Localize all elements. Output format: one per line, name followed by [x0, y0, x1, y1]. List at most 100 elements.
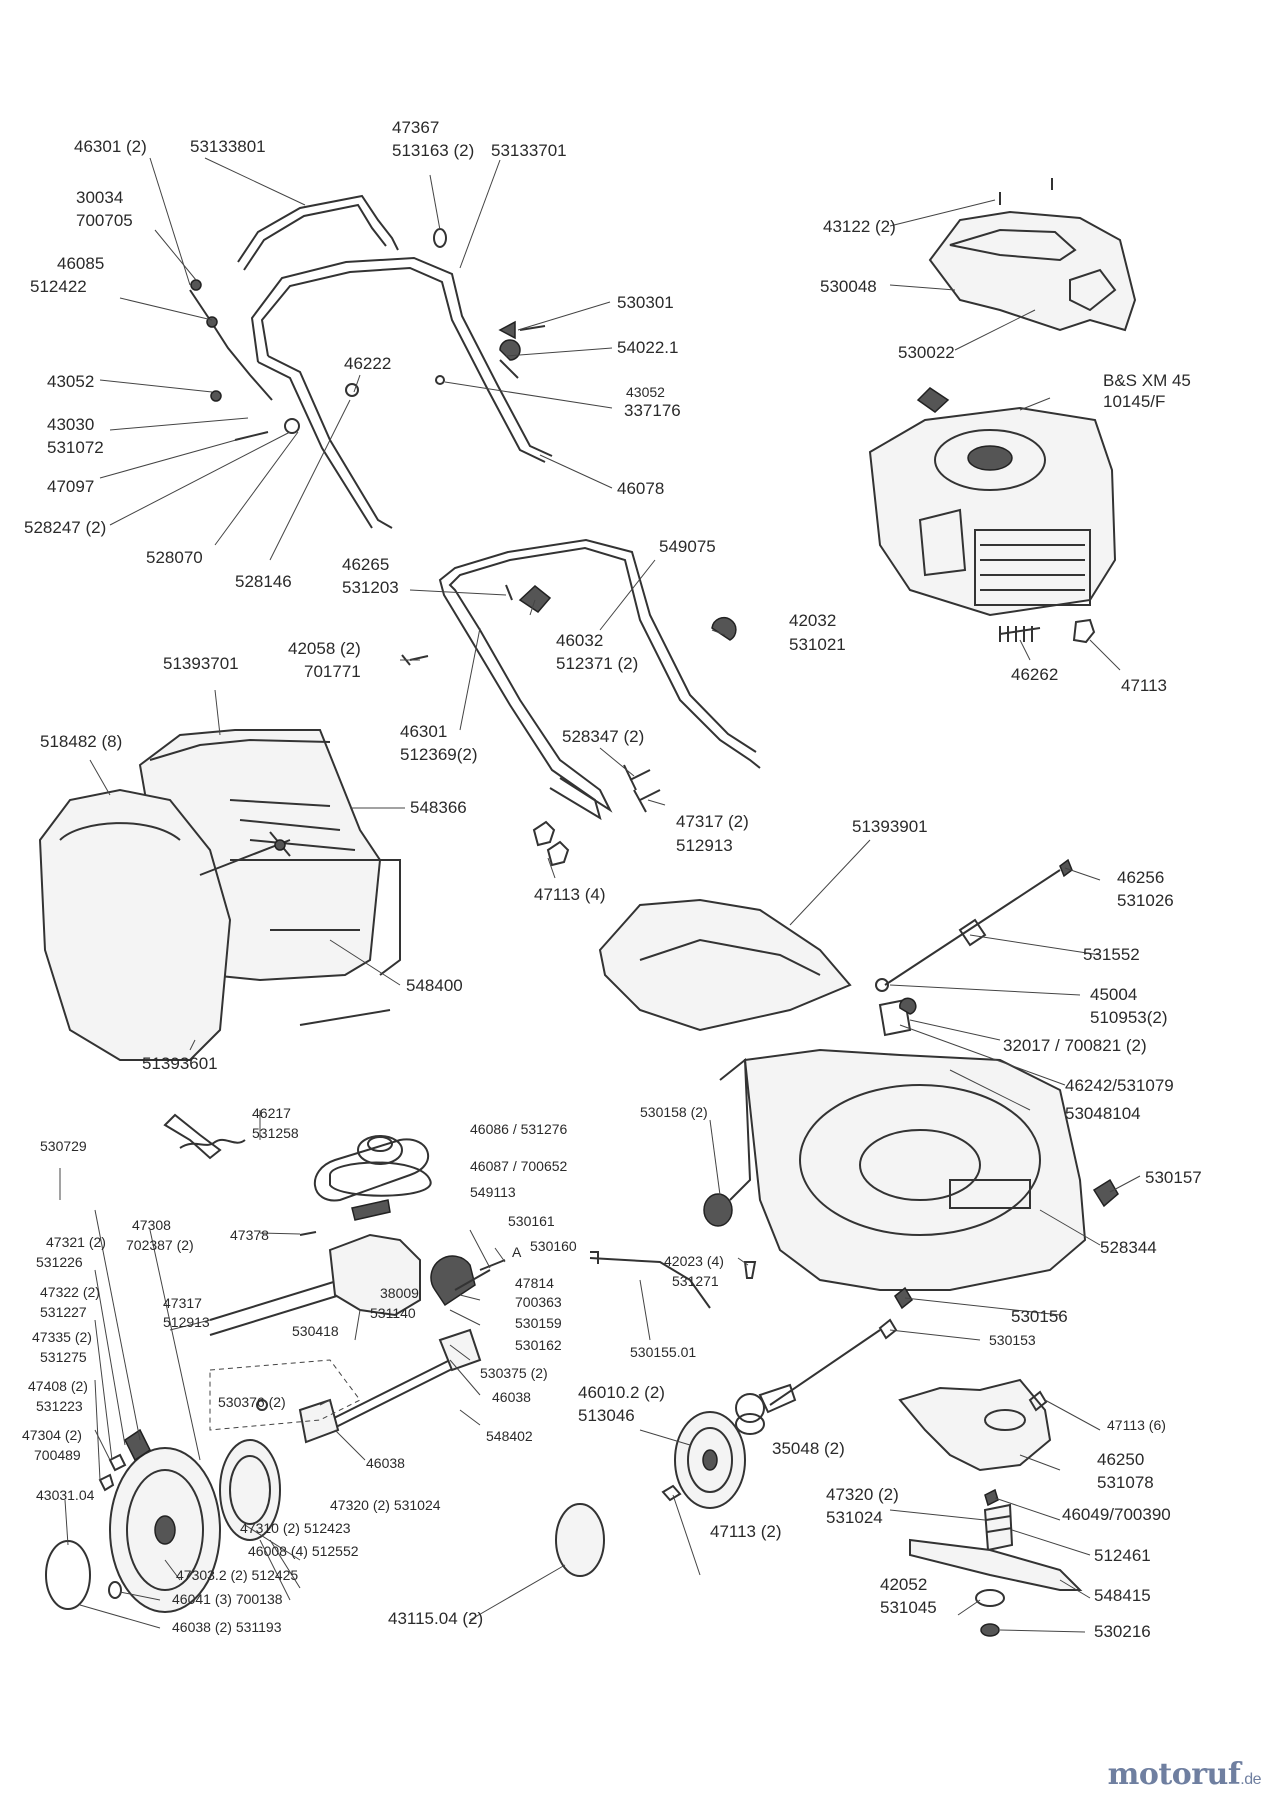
part-label: 530157 — [1145, 1168, 1202, 1187]
grass-catcher — [38, 729, 401, 1061]
part-label: A — [512, 1244, 522, 1260]
drive-belt — [314, 1138, 430, 1202]
part-label: 531203 — [342, 578, 399, 597]
part-label: 702387 (2) — [126, 1237, 194, 1253]
upper-handle — [250, 256, 553, 529]
spring-46217 — [179, 1138, 246, 1149]
upper-handle-bar — [237, 194, 399, 271]
part-label: 531140 — [370, 1305, 416, 1321]
part-label: 530155.01 — [630, 1344, 696, 1360]
watermark-suffix: .de — [1240, 1771, 1261, 1788]
part-label: 46008 (4) 512552 — [248, 1543, 359, 1559]
part-label: 510953(2) — [1090, 1008, 1168, 1027]
discharge-chute — [598, 898, 852, 1032]
part-label: 47408 (2) — [28, 1378, 88, 1394]
part-label: 337176 — [624, 401, 681, 420]
front-axle — [209, 1328, 482, 1444]
part-label: 46262 — [1011, 665, 1058, 684]
part-label: 530301 — [617, 293, 674, 312]
part-label: 531072 — [47, 438, 104, 457]
part-label: 46087 / 700652 — [470, 1158, 568, 1174]
part-label: 47310 (2) 512423 — [240, 1520, 351, 1536]
part-label: 47367 — [392, 118, 439, 137]
part-label: 35048 (2) — [772, 1439, 845, 1458]
part-label: 47317 (2) — [676, 812, 749, 831]
part-label: 51393701 — [163, 654, 239, 673]
part-label: 46301 — [400, 722, 447, 741]
part-label: 548402 — [486, 1428, 533, 1444]
part-label: 46010.2 (2) — [578, 1383, 665, 1402]
part-label: 701771 — [304, 662, 361, 681]
small-hardware-top — [433, 228, 546, 385]
part-label: 530729 — [40, 1138, 87, 1154]
part-label: 30034 — [76, 188, 123, 207]
mower-deck — [719, 997, 1119, 1291]
part-label: 47322 (2) — [40, 1284, 100, 1300]
part-label: 548366 — [410, 798, 467, 817]
part-label: 54022.1 — [617, 338, 678, 357]
part-label: 518482 (8) — [40, 732, 122, 751]
part-label: 43122 (2) — [823, 217, 896, 236]
part-label: 46086 / 531276 — [470, 1121, 568, 1137]
part-label: 528070 — [146, 548, 203, 567]
part-label: 46265 — [342, 555, 389, 574]
part-label: 46038 (2) 531193 — [172, 1619, 282, 1635]
part-label: 46038 — [492, 1389, 531, 1405]
part-label: 549075 — [659, 537, 716, 556]
part-label: 46041 (3) 700138 — [172, 1591, 283, 1607]
blade-shield — [898, 1378, 1052, 1472]
part-label: 47097 — [47, 477, 94, 496]
blade-assembly — [909, 1488, 1083, 1637]
part-label: 531045 — [880, 1598, 937, 1617]
part-label: 46256 — [1117, 868, 1164, 887]
part-label: 700705 — [76, 211, 133, 230]
part-label: 46078 — [617, 479, 664, 498]
part-label: 47378 — [230, 1227, 269, 1243]
part-label: 42032 — [789, 611, 836, 630]
part-label: 46038 — [366, 1455, 405, 1471]
part-label: 531227 — [40, 1304, 87, 1320]
part-label: 530162 — [515, 1337, 562, 1353]
part-label: 47320 (2) 531024 — [330, 1497, 441, 1513]
engine — [868, 387, 1117, 644]
rear-wheel — [661, 1411, 765, 1509]
part-label: 530158 (2) — [640, 1104, 708, 1120]
part-label: 42023 (4) — [664, 1253, 724, 1269]
part-label: 45004 — [1090, 985, 1137, 1004]
part-label: 53133801 — [190, 137, 266, 156]
part-label: 43031.04 — [36, 1487, 95, 1503]
part-label: 47304 (2) — [22, 1427, 82, 1443]
part-label: 512371 (2) — [556, 654, 638, 673]
part-label: 46032 — [556, 631, 603, 650]
part-label: 548400 — [406, 976, 463, 995]
part-label: 549113 — [470, 1184, 516, 1200]
watermark-logo: motoruf.de — [1108, 1757, 1262, 1792]
part-label: 47113 — [1121, 676, 1167, 695]
part-label: 530161 — [508, 1213, 555, 1229]
part-label: 47321 (2) — [46, 1234, 106, 1250]
part-label: 47303.2 (2) 512425 — [176, 1567, 298, 1583]
part-label: 700363 — [515, 1294, 562, 1310]
part-label: 530048 — [820, 277, 877, 296]
part-label: 528347 (2) — [562, 727, 644, 746]
part-label: 43115.04 (2) — [388, 1609, 483, 1628]
part-label: 53133701 — [491, 141, 567, 160]
part-label: 530375 (2) — [480, 1365, 548, 1381]
part-label: 531226 — [36, 1254, 83, 1270]
part-label: 513046 — [578, 1406, 635, 1425]
gearbox — [163, 1113, 506, 1336]
part-label: 512913 — [676, 836, 733, 855]
part-label: 530160 — [530, 1238, 577, 1254]
part-label: 530216 — [1094, 1622, 1151, 1641]
part-label: 42058 (2) — [288, 639, 361, 658]
part-label: 47320 (2) — [826, 1485, 899, 1504]
part-label: 43052 — [47, 372, 94, 391]
part-label: 512913 — [163, 1314, 210, 1330]
part-label: 51393601 — [142, 1054, 218, 1073]
deck-hardware — [589, 1193, 913, 1340]
part-label: 513163 (2) — [392, 141, 474, 160]
part-label: 46222 — [344, 354, 391, 373]
part-label: 528146 — [235, 572, 292, 591]
part-label: 548415 — [1094, 1586, 1151, 1605]
part-label: 47308 — [132, 1217, 171, 1233]
